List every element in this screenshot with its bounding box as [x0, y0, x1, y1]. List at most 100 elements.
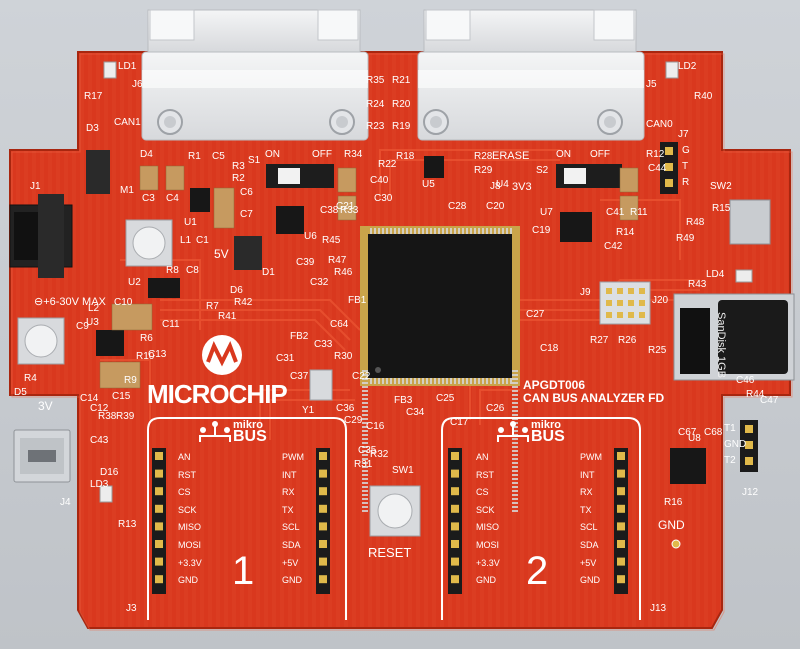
mikrobus-pin-label: RX [580, 487, 593, 498]
mikrobus-pin-label: +5V [282, 557, 299, 568]
j12-pin-label: GND [724, 439, 747, 450]
refdes-j8: J8 [490, 181, 501, 192]
mikro-logo-mark [200, 421, 528, 433]
refdes-c41: C41 [606, 207, 625, 218]
refdes-r44: R44 [746, 389, 765, 400]
sd-card-label: SanDisk 1GB [715, 312, 727, 379]
mikrobus-pin-label: GND [580, 575, 600, 586]
refdes-c12: C12 [90, 403, 109, 414]
mikrobus-pin-label: +3.3V [476, 557, 500, 568]
mini-usb-j4 [13, 429, 71, 483]
refdes-c13: C13 [148, 349, 167, 360]
refdes-c16: C16 [366, 421, 385, 432]
refdes-ld3: LD3 [90, 479, 109, 490]
power-plus: ⊖+ [34, 296, 50, 308]
barrel-jack-j1 [9, 194, 73, 278]
refdes-c19: C19 [532, 225, 551, 236]
refdes-c30: C30 [374, 193, 393, 204]
refdes-j12: J12 [742, 487, 759, 498]
refdes-r13: R13 [118, 519, 137, 530]
refdes-r12: R12 [646, 149, 665, 160]
refdes-l1: L1 [180, 235, 192, 246]
bus-label-1: BUS [233, 428, 267, 445]
refdes-r48: R48 [686, 217, 705, 228]
refdes-r33: R33 [340, 205, 359, 216]
refdes-m1: M1 [120, 185, 134, 196]
refdes-c11: C11 [162, 319, 180, 330]
mikrobus-pin-label: TX [580, 504, 592, 515]
refdes-r47: R47 [328, 255, 347, 266]
refdes-r23: R23 [366, 121, 385, 132]
slide-switch-s2 [556, 164, 622, 188]
power-range-label: ⊖+6-30V MAX [34, 296, 106, 308]
refdes-c34: C34 [406, 407, 425, 418]
refdes-c67: C67 [678, 427, 697, 438]
mikrobus-pin-label: MOSI [178, 540, 202, 550]
mikrobus-pin-label: GND [282, 575, 302, 586]
refdes-d6: D6 [230, 285, 243, 296]
refdes-fb1: FB1 [348, 295, 367, 306]
refdes-c26: C26 [486, 403, 505, 414]
power-range-text: 6-30V MAX [49, 296, 106, 308]
mikrobus-ref: J13 [650, 603, 667, 614]
j7-pin-label: R [682, 177, 690, 188]
erase-label: ERASE [492, 150, 530, 162]
refdes-c39: C39 [296, 257, 315, 268]
refdes-c7: C7 [240, 209, 253, 220]
mikrobus-pin-label: SCK [476, 504, 495, 515]
s1-off-label: OFF [312, 149, 332, 160]
refdes-c14: C14 [80, 393, 99, 404]
refdes-r41: R41 [218, 311, 237, 322]
refdes-c5: C5 [212, 151, 225, 162]
refdes-r19: R19 [392, 121, 411, 132]
bus-label-2: BUS [531, 428, 565, 445]
mikrobus-pin-label: SCL [580, 522, 598, 533]
refdes-r2: R2 [232, 173, 245, 184]
microchip-logo-mark [202, 335, 242, 375]
refdes-r43: R43 [688, 279, 707, 290]
refdes-c21: C21 [336, 201, 355, 212]
can1-label: CAN1 [114, 117, 141, 128]
refdes-j7: J7 [678, 129, 689, 140]
refdes-c9: C9 [76, 321, 89, 332]
refdes-fb2: FB2 [290, 331, 309, 342]
mikrobus-pin-label: MOSI [476, 540, 500, 550]
refdes-c3: C3 [142, 193, 155, 204]
refdes-c68: C68 [704, 427, 723, 438]
refdes-r7: R7 [206, 301, 219, 312]
refdes-u4: U4 [496, 179, 509, 190]
refdes-j1: J1 [30, 181, 41, 192]
j12-pin-label: T2 [724, 455, 736, 466]
mikrobus-pin-label: SDA [580, 540, 599, 550]
refdes-s1: S1 [248, 155, 261, 166]
refdes-c1: C1 [196, 235, 209, 246]
refdes-c4: C4 [166, 193, 179, 204]
refdes-r18: R18 [396, 151, 415, 162]
mikrobus-pin-label: RST [476, 469, 494, 480]
mikrobus-pin-label: +5V [580, 557, 597, 568]
refdes-r34: R34 [344, 149, 363, 160]
refdes-c64: C64 [330, 319, 349, 330]
mikrobus-pin-label: AN [476, 452, 489, 462]
refdes-c15: C15 [112, 391, 131, 402]
refdes-j9: J9 [580, 287, 591, 298]
refdes-r45: R45 [322, 235, 341, 246]
refdes-u1: U1 [184, 217, 197, 228]
refdes-c8: C8 [186, 265, 199, 276]
mikrobus-pin-label: RST [178, 469, 196, 480]
mikrobus-number: 1 [232, 549, 255, 593]
refdes-r20: R20 [392, 99, 411, 110]
refdes-c35: C35 [358, 445, 377, 456]
refdes-c38: C38 [320, 205, 339, 216]
refdes-c22: C22 [352, 371, 371, 382]
refdes-j4: J4 [60, 497, 71, 508]
mikrobus-pin-label: RX [282, 487, 295, 498]
reset-label: RESET [368, 545, 412, 560]
refdes-y1: Y1 [302, 405, 315, 416]
refdes-r1: R1 [188, 151, 201, 162]
refdes-u8: U8 [688, 433, 701, 444]
board-name-label: CAN BUS ANALYZER FD [523, 391, 665, 405]
refdes-c10: C10 [114, 297, 133, 308]
refdes-c40: C40 [370, 175, 389, 186]
